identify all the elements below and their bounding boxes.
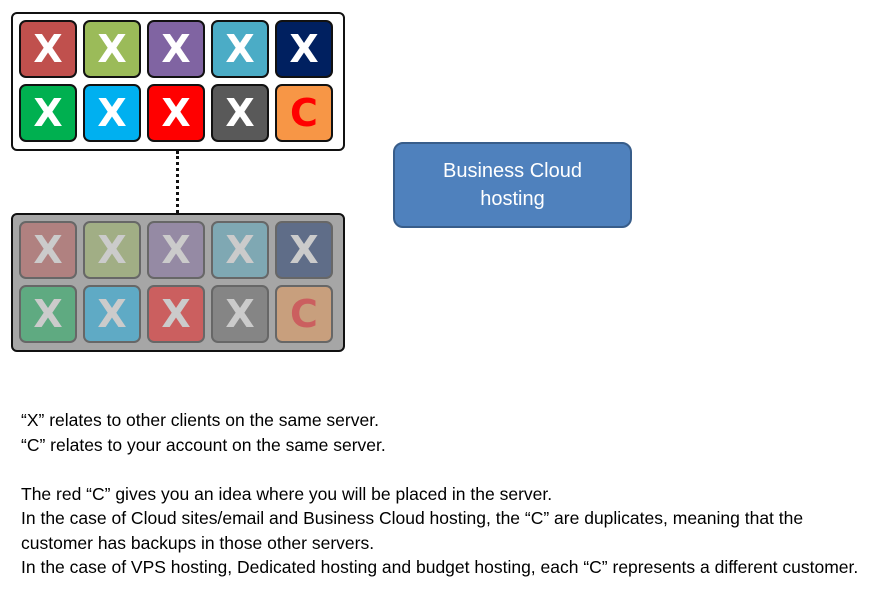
client-tile-x: X <box>147 20 205 78</box>
business-cloud-hosting-box: Business Cloud hosting <box>393 142 632 228</box>
note-c-meaning: “C” relates to your account on the same … <box>21 434 386 455</box>
client-tile-x: X <box>83 20 141 78</box>
client-tile-x: X <box>83 285 141 343</box>
client-tile-x: X <box>211 20 269 78</box>
client-tile-x: X <box>19 20 77 78</box>
client-tile-x: X <box>19 84 77 142</box>
business-cloud-hosting-label: Business Cloud hosting <box>443 160 582 210</box>
client-tile-x: X <box>275 221 333 279</box>
client-tile-x: X <box>19 285 77 343</box>
note-x-meaning: “X” relates to other clients on the same… <box>21 410 379 430</box>
account-tile-c: C <box>275 285 333 343</box>
explanation-notes: “X” relates to other clients on the same… <box>21 408 866 580</box>
note-vps-dedicated-budget: In the case of VPS hosting, Dedicated ho… <box>21 557 859 577</box>
client-tile-x: X <box>147 84 205 142</box>
client-tile-x: X <box>211 285 269 343</box>
client-tile-x: X <box>83 84 141 142</box>
client-tile-x: X <box>275 20 333 78</box>
account-tile-c: C <box>275 84 333 142</box>
client-tile-x: X <box>211 221 269 279</box>
client-tile-x: X <box>211 84 269 142</box>
client-tile-x: X <box>19 221 77 279</box>
dotted-connector <box>176 151 179 213</box>
note-spacer <box>21 457 866 482</box>
note-cloud-duplicates: In the case of Cloud sites/email and Bus… <box>21 508 804 553</box>
client-tile-x: X <box>147 285 205 343</box>
client-tile-x: X <box>147 221 205 279</box>
client-tile-x: X <box>83 221 141 279</box>
note-red-c: The red “C” gives you an idea where you … <box>21 483 553 504</box>
